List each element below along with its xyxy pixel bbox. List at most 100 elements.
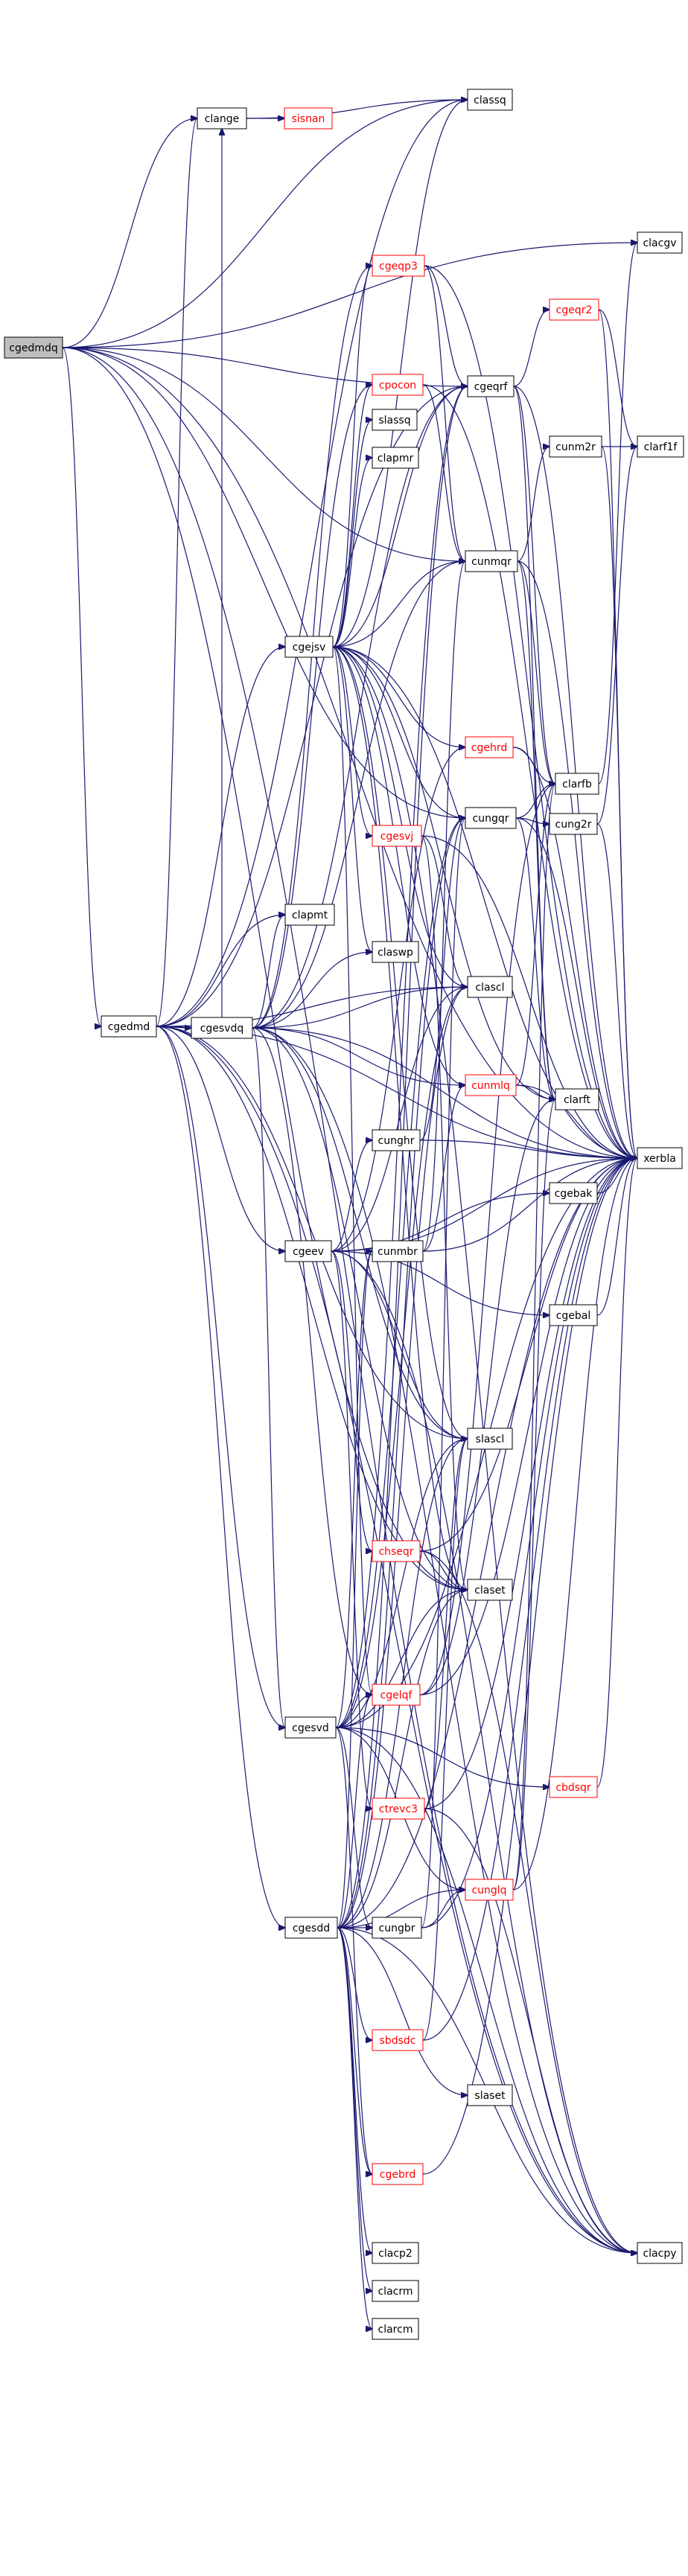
node-label-cunm2r: cunm2r <box>555 441 596 453</box>
node-label-clacgv: clacgv <box>643 237 676 249</box>
node-box-sbdsdc <box>372 2029 424 2051</box>
edge-cgejsv-to-clapmr <box>332 458 372 648</box>
node-xerbla[interactable]: xerbla <box>637 1147 683 1169</box>
edge-cgesdd-to-slascl <box>337 1439 468 1928</box>
edge-cgesdd-to-clarcm <box>337 1927 372 2329</box>
node-ctrevc3[interactable]: ctrevc3 <box>372 1797 425 1820</box>
node-box-cgedmd <box>101 1015 157 1038</box>
edge-cgesdd-to-clascl <box>337 987 468 1928</box>
node-slassq[interactable]: slassq <box>372 409 418 431</box>
node-cgebal[interactable]: cgebal <box>549 1304 598 1326</box>
node-cgebak[interactable]: cgebak <box>549 1182 598 1204</box>
node-label-clapmt: clapmt <box>292 910 328 921</box>
node-slaset[interactable]: slaset <box>467 2084 513 2106</box>
node-clacp2[interactable]: clacp2 <box>372 2242 419 2264</box>
node-cgesvd[interactable]: cgesvd <box>284 1716 337 1739</box>
node-box-cung2r <box>549 813 598 835</box>
edge-cgesvdq-to-cgesvd <box>252 1027 285 1728</box>
node-box-ctrevc3 <box>372 1797 425 1820</box>
edge-ctrevc3-to-clacpy <box>424 1808 637 2253</box>
node-cunghr[interactable]: cunghr <box>372 1129 421 1151</box>
node-box-cgesvdq <box>191 1017 253 1039</box>
edge-cgesdd-to-cgebrd <box>337 1927 372 2174</box>
node-box-slaset <box>467 2084 513 2106</box>
node-cbdsqr[interactable]: cbdsqr <box>549 1776 598 1798</box>
edge-cgedmd-to-clapmt <box>156 915 285 1027</box>
edge-cunmbr-to-cunmqr <box>422 561 465 1252</box>
node-clarfb[interactable]: clarfb <box>555 773 599 795</box>
node-box-cunmqr <box>465 550 518 572</box>
node-label-clacp2: clacp2 <box>378 2248 413 2260</box>
node-cgebrd[interactable]: cgebrd <box>372 2163 424 2185</box>
edge-cgejsv-to-clascl <box>332 646 468 987</box>
node-box-cgesdd <box>284 1917 338 1939</box>
node-cgehrd[interactable]: cgehrd <box>465 736 514 758</box>
node-cunmbr[interactable]: cunmbr <box>372 1240 424 1262</box>
edge-cgesdd-to-cungqr <box>337 818 465 1928</box>
edge-cgejsv-to-cgeqrf <box>332 386 468 648</box>
node-cgeev[interactable]: cgeev <box>284 1240 332 1262</box>
node-cgesdd[interactable]: cgesdd <box>284 1917 338 1939</box>
node-sisnan[interactable]: sisnan <box>284 107 333 130</box>
node-clapmr[interactable]: clapmr <box>372 447 419 469</box>
edge-cgesvdq-to-cgeqrf <box>252 386 468 1029</box>
node-box-cungbr <box>372 1917 422 1939</box>
node-cunm2r[interactable]: cunm2r <box>549 435 602 458</box>
node-clarf1f[interactable]: clarf1f <box>637 435 684 458</box>
node-classq[interactable]: classq <box>467 89 513 111</box>
node-claswp[interactable]: claswp <box>372 941 419 963</box>
node-cgejsv[interactable]: cgejsv <box>284 636 334 658</box>
node-cungbr[interactable]: cungbr <box>372 1917 422 1939</box>
edge-cgesvd-to-cgebrd <box>335 1727 372 2174</box>
node-cgeqp3[interactable]: cgeqp3 <box>372 255 425 277</box>
node-cungqr[interactable]: cungqr <box>465 807 517 829</box>
node-cgesvdq[interactable]: cgesvdq <box>191 1017 253 1039</box>
node-box-xerbla <box>637 1147 683 1169</box>
node-cgedmd[interactable]: cgedmd <box>101 1015 157 1038</box>
node-cgelqf[interactable]: cgelqf <box>372 1684 421 1706</box>
edge-cunglq-to-clarft <box>512 1099 555 1891</box>
node-box-cgehrd <box>465 736 514 758</box>
node-box-cgebrd <box>372 2163 424 2185</box>
node-label-clacpy: clacpy <box>643 2248 676 2260</box>
node-box-cgeev <box>284 1240 332 1262</box>
node-clarft[interactable]: clarft <box>555 1088 599 1110</box>
node-cpocon[interactable]: cpocon <box>372 374 424 396</box>
node-cgeqrf[interactable]: cgeqrf <box>467 375 515 397</box>
node-cgeqr2[interactable]: cgeqr2 <box>549 298 599 321</box>
node-clacpy[interactable]: clacpy <box>637 2242 683 2264</box>
node-box-cgeqr2 <box>549 298 599 321</box>
node-clapmt[interactable]: clapmt <box>284 904 335 926</box>
node-cunglq[interactable]: cunglq <box>465 1879 514 1901</box>
node-box-clapmt <box>284 904 335 926</box>
node-label-cunmlq: cunmlq <box>471 1080 510 1092</box>
node-clascl[interactable]: clascl <box>467 976 513 998</box>
node-cgesvj[interactable]: cgesvj <box>372 825 422 847</box>
edge-cgelqf-to-clarfb <box>419 784 555 1696</box>
edge-cpocon-to-xerbla <box>422 384 637 1158</box>
node-label-chseqr: chseqr <box>378 1546 413 1558</box>
node-label-cgeqr2: cgeqr2 <box>556 304 593 316</box>
edge-cungbr-to-cungqr <box>421 818 465 1928</box>
edge-sbdsdc-to-slascl <box>422 1439 468 2041</box>
node-sbdsdc[interactable]: sbdsdc <box>372 2029 424 2051</box>
edge-cgedmdq-to-xerbla <box>62 347 637 1158</box>
edge-cungqr-to-clarft <box>515 817 555 1099</box>
node-cunmlq[interactable]: cunmlq <box>465 1074 517 1096</box>
node-label-clascl: clascl <box>475 982 504 994</box>
node-label-cgesvj: cgesvj <box>380 831 414 843</box>
node-chseqr[interactable]: chseqr <box>372 1540 421 1562</box>
node-cunmqr[interactable]: cunmqr <box>465 550 518 572</box>
node-slascl[interactable]: slascl <box>467 1428 513 1450</box>
node-clacgv[interactable]: clacgv <box>637 231 683 254</box>
node-cung2r[interactable]: cung2r <box>549 813 598 835</box>
node-claset[interactable]: claset <box>467 1579 513 1601</box>
node-label-cunmqr: cunmqr <box>471 556 512 568</box>
edge-cgedmd-to-classq <box>156 100 468 1027</box>
node-clange[interactable]: clange <box>197 107 247 130</box>
node-box-cunghr <box>372 1129 421 1151</box>
node-clacrm[interactable]: clacrm <box>372 2280 419 2302</box>
node-label-cgejsv: cgejsv <box>293 642 326 653</box>
node-clarcm[interactable]: clarcm <box>372 2318 419 2340</box>
